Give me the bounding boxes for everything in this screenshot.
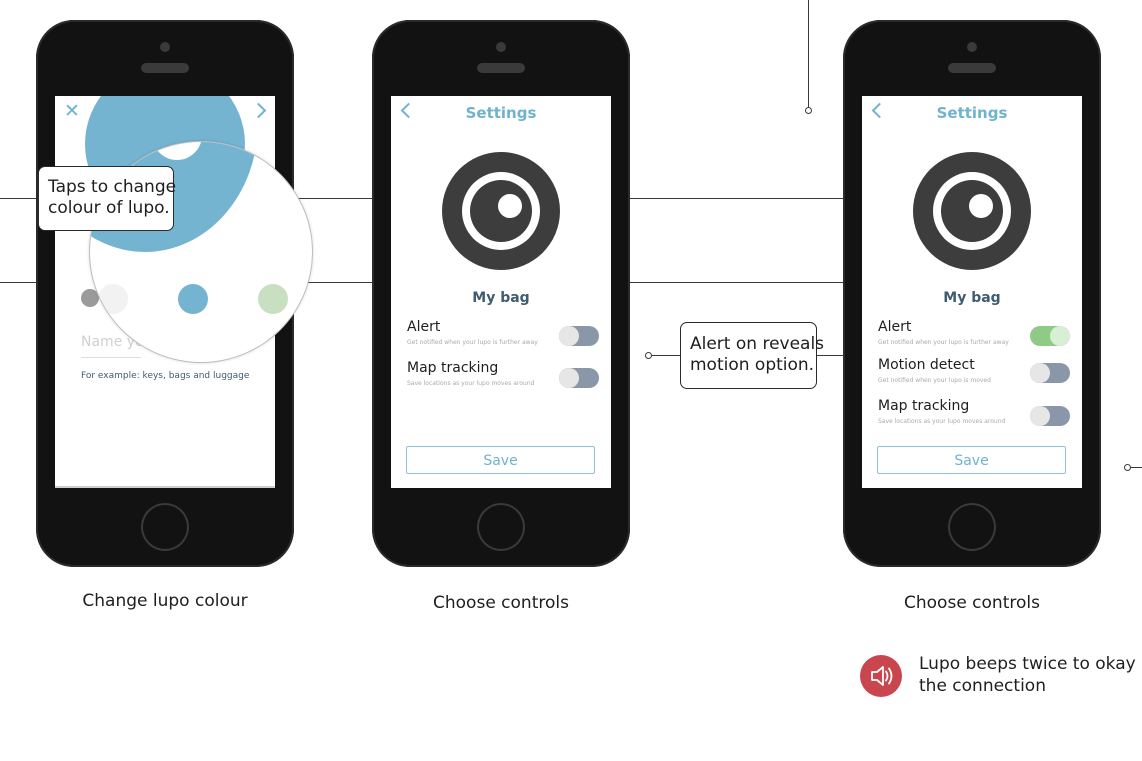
eye-icon — [913, 152, 1031, 270]
connector-line — [0, 198, 36, 199]
callout-line: Alert on reveals — [690, 334, 825, 354]
connector-line — [294, 282, 372, 283]
connector-line — [808, 0, 809, 107]
phone-speaker-grille — [948, 63, 996, 73]
phone-camera — [160, 42, 170, 52]
close-icon[interactable]: ✕ — [64, 100, 80, 122]
option-subtitle-alert: Get notified when your lupo is further a… — [878, 339, 1009, 346]
callout-line: motion option. — [690, 355, 815, 375]
caption-change-colour: Change lupo colour — [82, 591, 248, 611]
option-title-motion-detect: Motion detect — [878, 357, 975, 373]
home-button — [477, 503, 525, 551]
name-input[interactable]: Name yo — [81, 334, 144, 350]
save-button[interactable]: Save — [877, 446, 1066, 474]
beep-note: Lupo beeps twice to okay the connection — [919, 653, 1136, 697]
option-subtitle-alert: Get notified when your lupo is further a… — [407, 339, 538, 346]
option-title-alert: Alert — [407, 319, 441, 335]
screen-settings: Settings My bag Alert Get notified when … — [391, 96, 611, 488]
save-button[interactable]: Save — [406, 446, 595, 474]
option-title-map-tracking: Map tracking — [878, 398, 970, 414]
connector-line — [294, 198, 372, 199]
swatch-blue[interactable] — [178, 284, 208, 314]
home-button — [141, 503, 189, 551]
option-title-map-tracking: Map tracking — [407, 360, 499, 376]
screen-title: Settings — [465, 104, 537, 122]
option-subtitle-map-tracking: Save locations as your lupo moves around — [407, 380, 535, 387]
eye-icon — [442, 152, 560, 270]
connector-line — [0, 282, 36, 283]
bag-label: My bag — [472, 290, 530, 306]
phone-speaker-grille — [141, 63, 189, 73]
caption-choose-controls: Choose controls — [433, 593, 569, 613]
phone-speaker-grille — [477, 63, 525, 73]
speaker-icon — [860, 655, 902, 697]
option-subtitle-map-tracking: Save locations as your lupo moves around — [878, 418, 1006, 425]
motion-detect-toggle[interactable] — [1030, 363, 1070, 383]
swatch-green[interactable] — [258, 284, 288, 314]
swatch-grey[interactable] — [81, 289, 99, 307]
map-tracking-toggle[interactable] — [559, 368, 599, 388]
callout-alert-reveals: Alert on reveals motion option. — [680, 322, 825, 389]
lupo-preview-notch — [152, 142, 202, 160]
callout-line: colour of lupo. — [48, 198, 170, 218]
map-tracking-toggle[interactable] — [1030, 406, 1070, 426]
name-underline — [81, 357, 141, 358]
bag-label: My bag — [943, 290, 1001, 306]
beep-note-line: the connection — [919, 676, 1046, 696]
connector-line — [630, 198, 844, 199]
phone-camera — [496, 42, 506, 52]
screen-bottom-line — [55, 486, 275, 488]
option-title-alert: Alert — [878, 319, 912, 335]
connector-dot — [645, 352, 652, 359]
alert-toggle[interactable] — [1030, 326, 1070, 346]
phone-settings: Settings My bag Alert Get notified when … — [372, 20, 630, 567]
example-hint: For example: keys, bags and luggage — [81, 371, 250, 381]
callout-change-colour: Taps to change colour of lupo. — [38, 166, 177, 231]
alert-toggle[interactable] — [559, 326, 599, 346]
magnifier-overlay — [89, 141, 313, 363]
swatch-white[interactable] — [98, 284, 128, 314]
beep-note-line: Lupo beeps twice to okay — [919, 654, 1136, 674]
connector-line — [1130, 467, 1142, 468]
connector-dot — [1124, 464, 1131, 471]
callout-line: Taps to change — [48, 177, 177, 197]
caption-choose-controls: Choose controls — [904, 593, 1040, 613]
home-button — [948, 503, 996, 551]
screen-settings-motion: Settings My bag Alert Get notified when … — [862, 96, 1082, 488]
connector-dot — [805, 107, 812, 114]
connector-line — [651, 355, 681, 356]
phone-settings-motion: Settings My bag Alert Get notified when … — [843, 20, 1101, 567]
option-subtitle-motion-detect: Get notified when your lupo is moved — [878, 377, 991, 384]
phone-camera — [967, 42, 977, 52]
connector-line — [816, 355, 844, 356]
connector-line — [630, 282, 844, 283]
screen-title: Settings — [936, 104, 1008, 122]
